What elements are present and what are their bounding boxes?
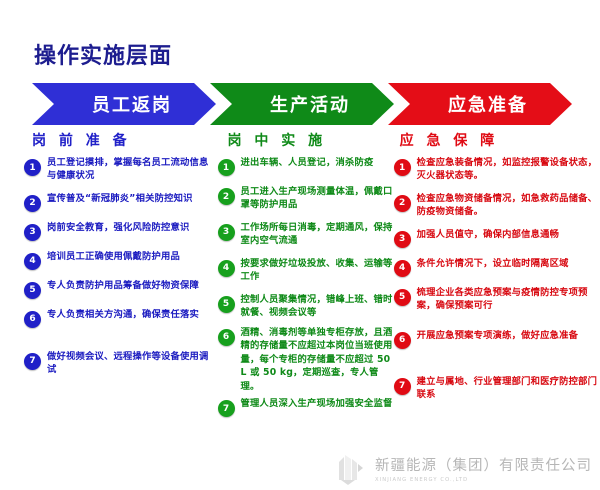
- item-number-badge: 3: [393, 230, 411, 248]
- item-number-badge: 1: [24, 159, 41, 176]
- item-list-3: 1 检查应急装备情况，如监控报警设备状态，灭火器状态等。 2 检查应急物资储备情…: [393, 156, 600, 402]
- column-pre-post-preparation: 岗 前 准 备 1 员工登记摸排，掌握每名员工流动信息与健康状况 2 宣传普及“…: [0, 130, 210, 460]
- content-columns: 岗 前 准 备 1 员工登记摸排，掌握每名员工流动信息与健康状况 2 宣传普及“…: [0, 130, 600, 460]
- item-text: 条件允许情况下，设立临时隔离区域: [416, 257, 569, 269]
- item-text: 培训员工正确使用佩戴防护用品: [47, 250, 180, 262]
- list-item: 3 加强人员值守，确保内部信息通畅: [393, 228, 600, 248]
- stage-label-2: 生产活动: [270, 95, 350, 116]
- item-number-badge: 1: [393, 159, 411, 176]
- company-name-block: 新疆能源（集团）有限责任公司 XINJIANG ENERGY CO.,LTD: [375, 454, 592, 483]
- stage-banner: 员工返岗 生产活动 应急准备: [32, 83, 572, 125]
- list-item: 5 梳理企业各类应急预案与疫情防控专项预案，确保预案可行: [393, 286, 600, 313]
- item-text: 管理人员深入生产现场加强安全监督: [240, 398, 393, 410]
- item-number-badge: 7: [24, 352, 41, 370]
- list-item: 6 酒精、消毒剂等单独专柜存放，且酒精的存储量不应超过本岗位当班使用量，每个专柜…: [217, 326, 394, 393]
- company-logo-icon: [339, 455, 363, 485]
- item-text: 梳理企业各类应急预案与疫情防控专项预案，确保预案可行: [416, 286, 588, 312]
- item-number-badge: 6: [393, 331, 411, 349]
- stage-chevron-1[interactable]: 员工返岗: [32, 83, 216, 125]
- item-text: 检查应急物资储备情况，如急救药品储备、防疫物资储备。: [416, 192, 598, 218]
- list-item: 7 建立与属地、行业管理部门和医疗防控部门联系: [393, 375, 600, 402]
- stage-chevron-3[interactable]: 应急准备: [388, 83, 572, 125]
- company-name-cn: 新疆能源（集团）有限责任公司: [375, 457, 592, 474]
- column-heading-3: 应 急 保 障: [399, 133, 499, 149]
- list-item: 1 检查应急装备情况，如监控报警设备状态，灭火器状态等。: [393, 156, 600, 183]
- list-item: 2 员工进入生产现场测量体温，佩戴口罩等防护用品: [217, 185, 394, 212]
- item-number-badge: 5: [393, 288, 411, 306]
- column-heading-2: 岗 中 实 施: [227, 133, 327, 149]
- list-item: 2 宣传普及“新冠肺炎”相关防控知识: [24, 192, 210, 212]
- list-item: 6 开展应急预案专项演练，做好应急准备: [393, 329, 600, 349]
- item-number-badge: 2: [217, 188, 235, 205]
- list-item: 4 按要求做好垃圾投放、收集、运输等工作: [217, 257, 394, 284]
- item-number-badge: 4: [24, 252, 41, 270]
- item-text: 加强人员值守，确保内部信息通畅: [416, 228, 560, 240]
- item-number-badge: 4: [217, 259, 235, 277]
- column-emergency-readiness: 应 急 保 障 1 检查应急装备情况，如监控报警设备状态，灭火器状态等。 2 检…: [393, 130, 600, 460]
- item-number-badge: 2: [393, 194, 411, 212]
- item-list-1: 1 员工登记摸排，掌握每名员工流动信息与健康状况 2 宣传普及“新冠肺炎”相关防…: [24, 156, 210, 377]
- column-on-post-implementation: 岗 中 实 施 1 进出车辆、人员登记，消杀防疫 2 员工进入生产现场测量体温，…: [210, 130, 394, 460]
- list-item: 7 管理人员深入生产现场加强安全监督: [217, 397, 394, 418]
- company-name-en: XINJIANG ENERGY CO.,LTD: [375, 476, 469, 483]
- list-item: 1 员工登记摸排，掌握每名员工流动信息与健康状况: [24, 156, 210, 183]
- list-item: 3 工作场所每日消毒，定期通风，保持室内空气流通: [217, 221, 394, 248]
- list-item: 5 专人负责防护用品筹备做好物资保障: [24, 279, 210, 299]
- item-text: 专人负责相关方沟通，确保责任落实: [47, 308, 199, 320]
- item-number-badge: 4: [393, 259, 411, 277]
- item-text: 员工登记摸排，掌握每名员工流动信息与健康状况: [47, 157, 209, 182]
- item-text: 建立与属地、行业管理部门和医疗防控部门联系: [416, 375, 598, 401]
- item-number-badge: 7: [393, 377, 411, 395]
- item-number-badge: 3: [217, 223, 235, 241]
- item-text: 工作场所每日消毒，定期通风，保持室内空气流通: [240, 221, 393, 247]
- item-number-badge: 3: [24, 223, 41, 241]
- item-number-badge: 2: [24, 194, 41, 212]
- list-item: 3 岗前安全教育，强化风险防控意识: [24, 221, 210, 241]
- item-number-badge: 7: [217, 400, 235, 418]
- item-number-badge: 5: [217, 295, 235, 313]
- item-list-2: 1 进出车辆、人员登记，消杀防疫 2 员工进入生产现场测量体温，佩戴口罩等防护用…: [217, 156, 394, 418]
- item-text: 检查应急装备情况，如监控报警设备状态，灭火器状态等。: [416, 157, 598, 182]
- item-number-badge: 5: [24, 281, 41, 299]
- item-number-badge: 6: [24, 310, 41, 328]
- item-number-badge: 6: [217, 328, 235, 346]
- item-number-badge: 1: [217, 159, 235, 176]
- footer-watermark: 新疆能源（集团）有限责任公司 XINJIANG ENERGY CO.,LTD: [333, 450, 592, 486]
- list-item: 5 控制人员聚集情况，错峰上班、错时就餐、视频会议等: [217, 293, 394, 320]
- page-title: 操作实施层面: [34, 44, 173, 69]
- list-item: 2 检查应急物资储备情况，如急救药品储备、防疫物资储备。: [393, 192, 600, 219]
- stage-label-3: 应急准备: [448, 95, 528, 116]
- list-item: 7 做好视频会议、远程操作等设备使用调试: [24, 350, 210, 377]
- stage-label-1: 员工返岗: [92, 95, 172, 116]
- item-text: 员工进入生产现场测量体温，佩戴口罩等防护用品: [240, 186, 393, 211]
- list-item: 4 条件允许情况下，设立临时隔离区域: [393, 257, 600, 277]
- item-text: 进出车辆、人员登记，消杀防疫: [240, 157, 374, 168]
- list-item: 6 专人负责相关方沟通，确保责任落实: [24, 308, 210, 328]
- list-item: 4 培训员工正确使用佩戴防护用品: [24, 250, 210, 270]
- item-text: 控制人员聚集情况，错峰上班、错时就餐、视频会议等: [240, 293, 393, 319]
- item-text: 开展应急预案专项演练，做好应急准备: [416, 329, 579, 341]
- item-text: 酒精、消毒剂等单独专柜存放，且酒精的存储量不应超过本岗位当班使用量，每个专柜的存…: [240, 326, 393, 392]
- stage-chevron-2[interactable]: 生产活动: [210, 83, 394, 125]
- item-text: 做好视频会议、远程操作等设备使用调试: [47, 350, 209, 376]
- item-text: 专人负责防护用品筹备做好物资保障: [47, 279, 199, 291]
- column-heading-1: 岗 前 准 备: [32, 133, 131, 149]
- list-item: 1 进出车辆、人员登记，消杀防疫: [217, 156, 394, 176]
- item-text: 按要求做好垃圾投放、收集、运输等工作: [240, 257, 393, 283]
- item-text: 宣传普及“新冠肺炎”相关防控知识: [47, 192, 193, 204]
- item-text: 岗前安全教育，强化风险防控意识: [47, 221, 190, 233]
